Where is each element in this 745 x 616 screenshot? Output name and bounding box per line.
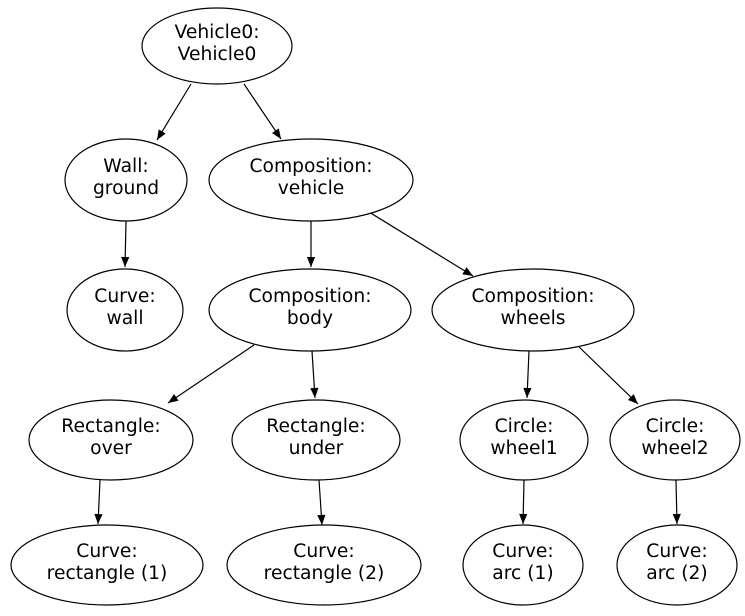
node-circle-wheel2-label-line1: Circle:	[646, 416, 705, 437]
node-composition-vehicle-label-line2: vehicle	[278, 178, 345, 199]
node-circle-wheel1-label-line2: wheel1	[490, 438, 557, 459]
node-composition-wheels-label-line2: wheels	[500, 308, 565, 329]
edge-circle-wheel2-curve-arc-2	[672, 479, 681, 525]
node-composition-body-shape	[208, 268, 412, 352]
edge-composition-vehicle-composition-wheels	[368, 211, 474, 277]
node-curve-arc-2-shape	[616, 524, 738, 606]
edge-wall-ground-curve-wall	[121, 220, 130, 268]
edge-vehicle0-wall-ground	[156, 83, 192, 141]
node-circle-wheel2-label-line2: wheel2	[641, 438, 708, 459]
node-rectangle-over: Rectangle: over	[28, 399, 194, 481]
node-vehicle0: Vehicle0: Vehicle0	[141, 7, 293, 85]
node-composition-body-label-line2: body	[287, 308, 333, 329]
node-circle-wheel1-shape	[459, 399, 589, 481]
node-wall-ground-shape	[64, 138, 188, 222]
node-circle-wheel2: Circle: wheel2	[609, 399, 741, 481]
node-curve-wall: Curve: wall	[66, 268, 184, 352]
node-composition-body: Composition: body	[208, 268, 412, 352]
node-curve-wall-label-line2: wall	[106, 308, 143, 329]
node-vehicle0-shape	[141, 7, 293, 85]
node-curve-rectangle-2-label-line2: rectangle (2)	[264, 563, 385, 584]
node-curve-rectangle-1: Curve: rectangle (1)	[10, 524, 204, 606]
node-composition-vehicle-label-line1: Composition:	[249, 156, 372, 177]
node-rectangle-under-label-line1: Rectangle:	[266, 416, 365, 437]
node-composition-vehicle: Composition: vehicle	[208, 138, 414, 222]
node-rectangle-under-shape	[231, 399, 401, 481]
node-curve-arc-1-label-line2: arc (1)	[492, 563, 553, 584]
node-rectangle-over-label-line2: over	[90, 438, 132, 459]
node-composition-wheels-shape	[431, 268, 635, 352]
node-curve-rectangle-1-label-line1: Curve:	[76, 541, 137, 562]
node-circle-wheel1: Circle: wheel1	[459, 399, 589, 481]
edges-layer	[94, 83, 681, 526]
edge-circle-wheel1-curve-arc-1	[519, 479, 528, 525]
node-circle-wheel2-shape	[609, 399, 741, 481]
node-curve-rectangle-2-shape	[226, 524, 422, 606]
node-composition-wheels: Composition: wheels	[431, 268, 635, 352]
node-wall-ground-label-line2: ground	[93, 178, 159, 199]
edge-vehicle0-composition-vehicle	[243, 83, 282, 140]
node-composition-body-label-line1: Composition:	[248, 286, 371, 307]
node-composition-vehicle-shape	[208, 138, 414, 222]
node-vehicle0-label-line1: Vehicle0:	[174, 22, 259, 43]
node-curve-arc-2: Curve: arc (2)	[616, 524, 738, 606]
node-curve-rectangle-2-label-line1: Curve:	[293, 541, 354, 562]
node-wall-ground-label-line1: Wall:	[103, 156, 148, 177]
edge-composition-wheels-circle-wheel2	[576, 344, 639, 405]
node-curve-rectangle-2: Curve: rectangle (2)	[226, 524, 422, 606]
edge-composition-body-rectangle-over	[167, 344, 255, 404]
node-curve-arc-1-shape	[462, 524, 584, 606]
node-curve-wall-label-line1: Curve:	[94, 286, 155, 307]
node-rectangle-under: Rectangle: under	[231, 399, 401, 481]
node-wall-ground: Wall: ground	[64, 138, 188, 222]
nodes-layer: Vehicle0: Vehicle0 Wall: ground Composit…	[10, 7, 741, 606]
node-curve-rectangle-1-label-line2: rectangle (1)	[47, 563, 168, 584]
node-curve-arc-1: Curve: arc (1)	[462, 524, 584, 606]
node-composition-wheels-label-line1: Composition:	[471, 286, 594, 307]
node-curve-rectangle-1-shape	[10, 524, 204, 606]
node-curve-arc-1-label-line1: Curve:	[492, 541, 553, 562]
node-curve-wall-shape	[66, 268, 184, 352]
node-curve-arc-2-label-line2: arc (2)	[646, 563, 707, 584]
node-vehicle0-label-line2: Vehicle0	[178, 44, 257, 65]
node-rectangle-under-label-line2: under	[289, 438, 344, 459]
node-rectangle-over-shape	[28, 399, 194, 481]
node-rectangle-over-label-line1: Rectangle:	[61, 416, 160, 437]
node-circle-wheel1-label-line1: Circle:	[495, 416, 554, 437]
edge-composition-body-rectangle-under	[310, 350, 319, 399]
edge-rectangle-over-curve-rectangle-1	[94, 479, 103, 525]
edge-composition-wheels-circle-wheel1	[523, 350, 532, 399]
node-curve-arc-2-label-line1: Curve:	[646, 541, 707, 562]
edge-rectangle-under-curve-rectangle-2	[317, 479, 326, 526]
